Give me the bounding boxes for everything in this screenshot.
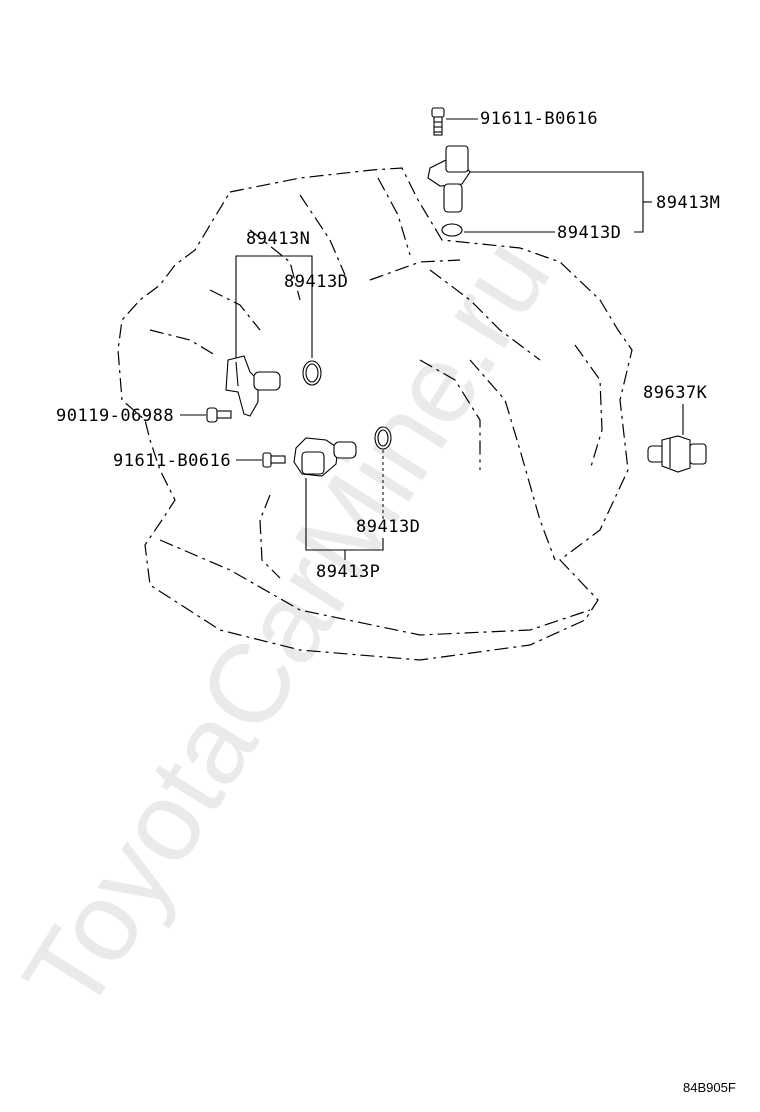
part-number-bolt-top[interactable]: 91611-B0616 [480, 109, 598, 129]
pressure-switch-icon[interactable] [647, 435, 707, 473]
part-number-switch-k[interactable]: 89637K [643, 383, 708, 403]
bolt-icon[interactable] [262, 452, 286, 468]
part-number-sensor-m[interactable]: 89413M [656, 193, 720, 213]
bolt-icon[interactable] [431, 107, 445, 136]
transmission-outline [117, 167, 633, 661]
speed-sensor-icon[interactable] [427, 145, 471, 213]
gasket-icon[interactable] [441, 223, 463, 237]
bolt-icon[interactable] [206, 407, 232, 423]
part-number-gasket-left[interactable]: 89413D [284, 272, 348, 292]
part-number-sensor-n[interactable]: 89413N [246, 229, 310, 249]
gasket-icon[interactable] [302, 360, 322, 386]
watermark-text: ToyotaCarMine.ru [0, 217, 574, 1033]
part-number-gasket-mid[interactable]: 89413D [356, 517, 420, 537]
speed-sensor-icon[interactable] [225, 355, 281, 417]
gasket-icon[interactable] [374, 426, 392, 450]
part-number-sensor-p[interactable]: 89413P [316, 562, 380, 582]
diagram-reference-code: 84B905F [683, 1080, 736, 1095]
speed-sensor-icon[interactable] [293, 437, 357, 477]
part-number-gasket-top[interactable]: 89413D [557, 223, 621, 243]
part-number-bolt-left[interactable]: 90119-06988 [56, 406, 174, 426]
part-number-bolt-mid[interactable]: 91611-B0616 [113, 451, 231, 471]
